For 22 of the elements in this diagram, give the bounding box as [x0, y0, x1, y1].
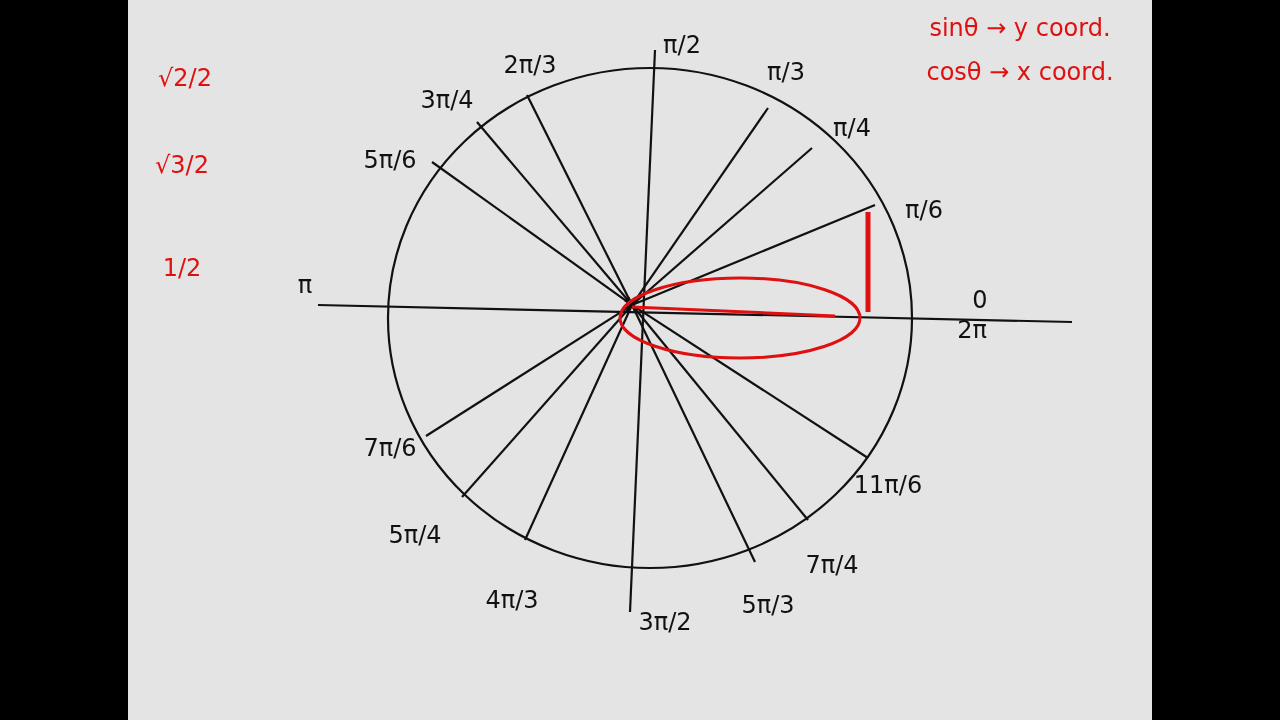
angle-label: π/3 — [767, 58, 805, 86]
angle-label: 3π/2 — [638, 608, 692, 636]
angle-label: π/4 — [833, 114, 871, 142]
note-text: sinθ → y coord. — [929, 14, 1111, 42]
angle-label: 11π/6 — [853, 471, 923, 499]
value-label: √3/2 — [155, 151, 209, 179]
angle-label: π — [297, 271, 313, 299]
note-text: cosθ → x coord. — [926, 58, 1114, 86]
angle-label: 2π — [957, 316, 987, 344]
angle-label: 5π/3 — [741, 591, 795, 619]
angle-label: 4π/3 — [485, 586, 539, 614]
angle-label: 5π/6 — [363, 146, 417, 174]
angle-label: 5π/4 — [388, 521, 442, 549]
angle-label: π/2 — [663, 31, 701, 59]
angle-label: 3π/4 — [420, 86, 474, 114]
value-label: 1/2 — [162, 254, 202, 282]
angle-label: 2π/3 — [503, 51, 557, 79]
angle-label: 0 — [972, 286, 988, 314]
angle-label: 7π/6 — [363, 434, 417, 462]
value-label: √2/2 — [158, 64, 212, 92]
angle-label: 7π/4 — [805, 551, 859, 579]
angle-label: π/6 — [905, 196, 943, 224]
